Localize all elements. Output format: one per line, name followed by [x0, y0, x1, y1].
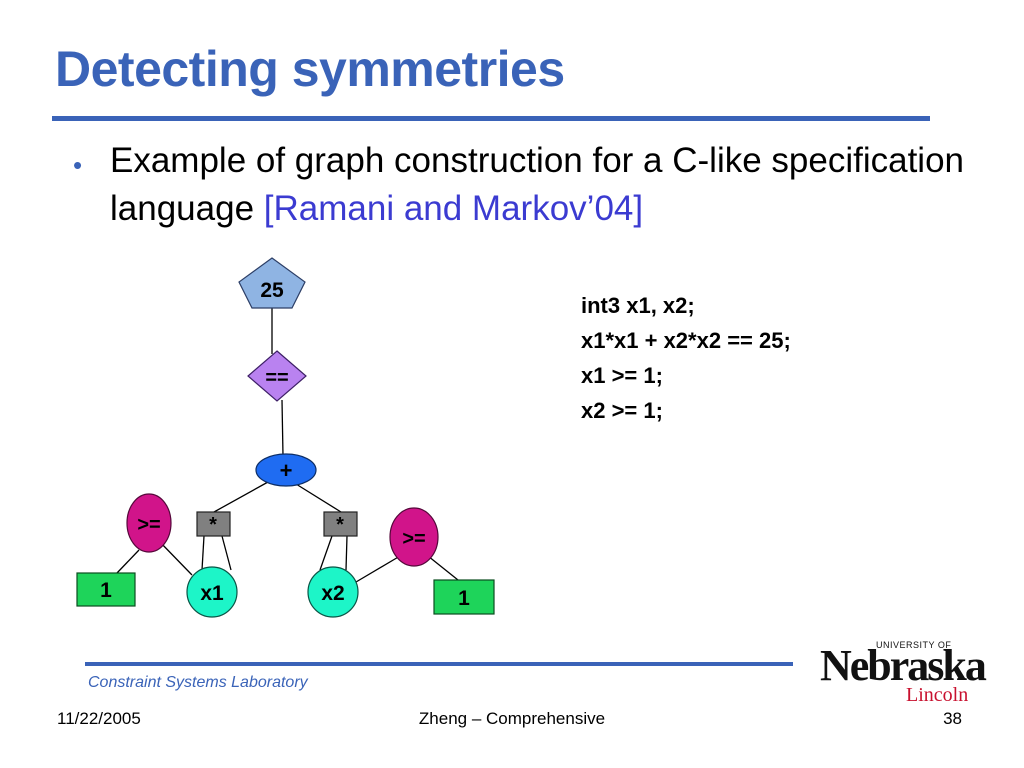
edge-mul-left-x1-b [221, 535, 232, 571]
node-geq-right: >= [389, 507, 439, 567]
node-x2: x2 [307, 566, 359, 618]
node-one-left-label: 1 [100, 579, 112, 602]
node-x2-label: x2 [321, 582, 344, 605]
node-eq: == [247, 350, 307, 402]
code-line: x2 >= 1; [581, 398, 663, 423]
edge-geq-left-x1 [157, 539, 193, 576]
code-line: x1*x1 + x2*x2 == 25; [581, 328, 791, 353]
code-block: int3 x1, x2; x1*x1 + x2*x2 == 25; x1 >= … [581, 288, 791, 428]
edge-mul-left-x1-a [201, 535, 205, 571]
node-x1: x1 [186, 566, 238, 618]
node-mul-left-label: * [209, 514, 217, 536]
node-eq-label: == [265, 367, 288, 389]
edge-mul-right-x2-b [345, 535, 348, 571]
edge-mul-right-x2-a [319, 535, 333, 571]
node-plus: + [255, 453, 317, 487]
footer-rule [85, 662, 793, 666]
code-line: int3 x1, x2; [581, 293, 695, 318]
edge-eq-plus [281, 399, 284, 457]
node-one-right-label: 1 [458, 587, 470, 610]
footer-date: 11/22/2005 [57, 709, 141, 728]
graph-edges [116, 307, 459, 583]
node-one-left: 1 [76, 572, 136, 607]
node-geq-right-label: >= [402, 528, 425, 550]
code-line: x1 >= 1; [581, 363, 663, 388]
bullet-main-text: Example of graph construction for a C-li… [110, 141, 965, 228]
node-const-25-label: 25 [260, 279, 284, 302]
node-const-25: 25 [238, 257, 306, 309]
title-underline [52, 116, 930, 121]
node-mul-right: * [323, 511, 358, 537]
node-one-right: 1 [433, 579, 495, 615]
university-logo: Nebraska UNIVERSITY OF Lincoln [818, 636, 987, 706]
node-mul-left: * [196, 511, 231, 537]
edge-geq-left-one [116, 549, 140, 574]
logo-nebraska: Nebraska [820, 641, 987, 690]
edge-plus-mul-left [213, 481, 269, 513]
node-geq-left: >= [126, 493, 172, 553]
edge-geq-right-x2 [355, 555, 401, 583]
edge-geq-right-one [427, 555, 459, 581]
footer-lab-name: Constraint Systems Laboratory [88, 674, 308, 691]
node-x1-label: x1 [200, 582, 224, 605]
node-mul-right-label: * [336, 514, 344, 536]
page-number: 38 [943, 709, 962, 728]
bullet-citation: [Ramani and Markov’04] [263, 189, 644, 228]
slide-title: Detecting symmetries [55, 41, 565, 97]
footer-presenter: Zheng – Comprehensive [418, 709, 606, 728]
logo-university-of: UNIVERSITY OF [876, 640, 952, 650]
bullet-marker: • [73, 150, 83, 180]
edge-plus-mul-right [295, 483, 342, 513]
node-geq-left-label: >= [137, 514, 160, 536]
bullet-text: Example of graph construction for a C-li… [110, 137, 990, 233]
logo-lincoln: Lincoln [906, 684, 969, 706]
node-plus-label: + [280, 458, 293, 483]
